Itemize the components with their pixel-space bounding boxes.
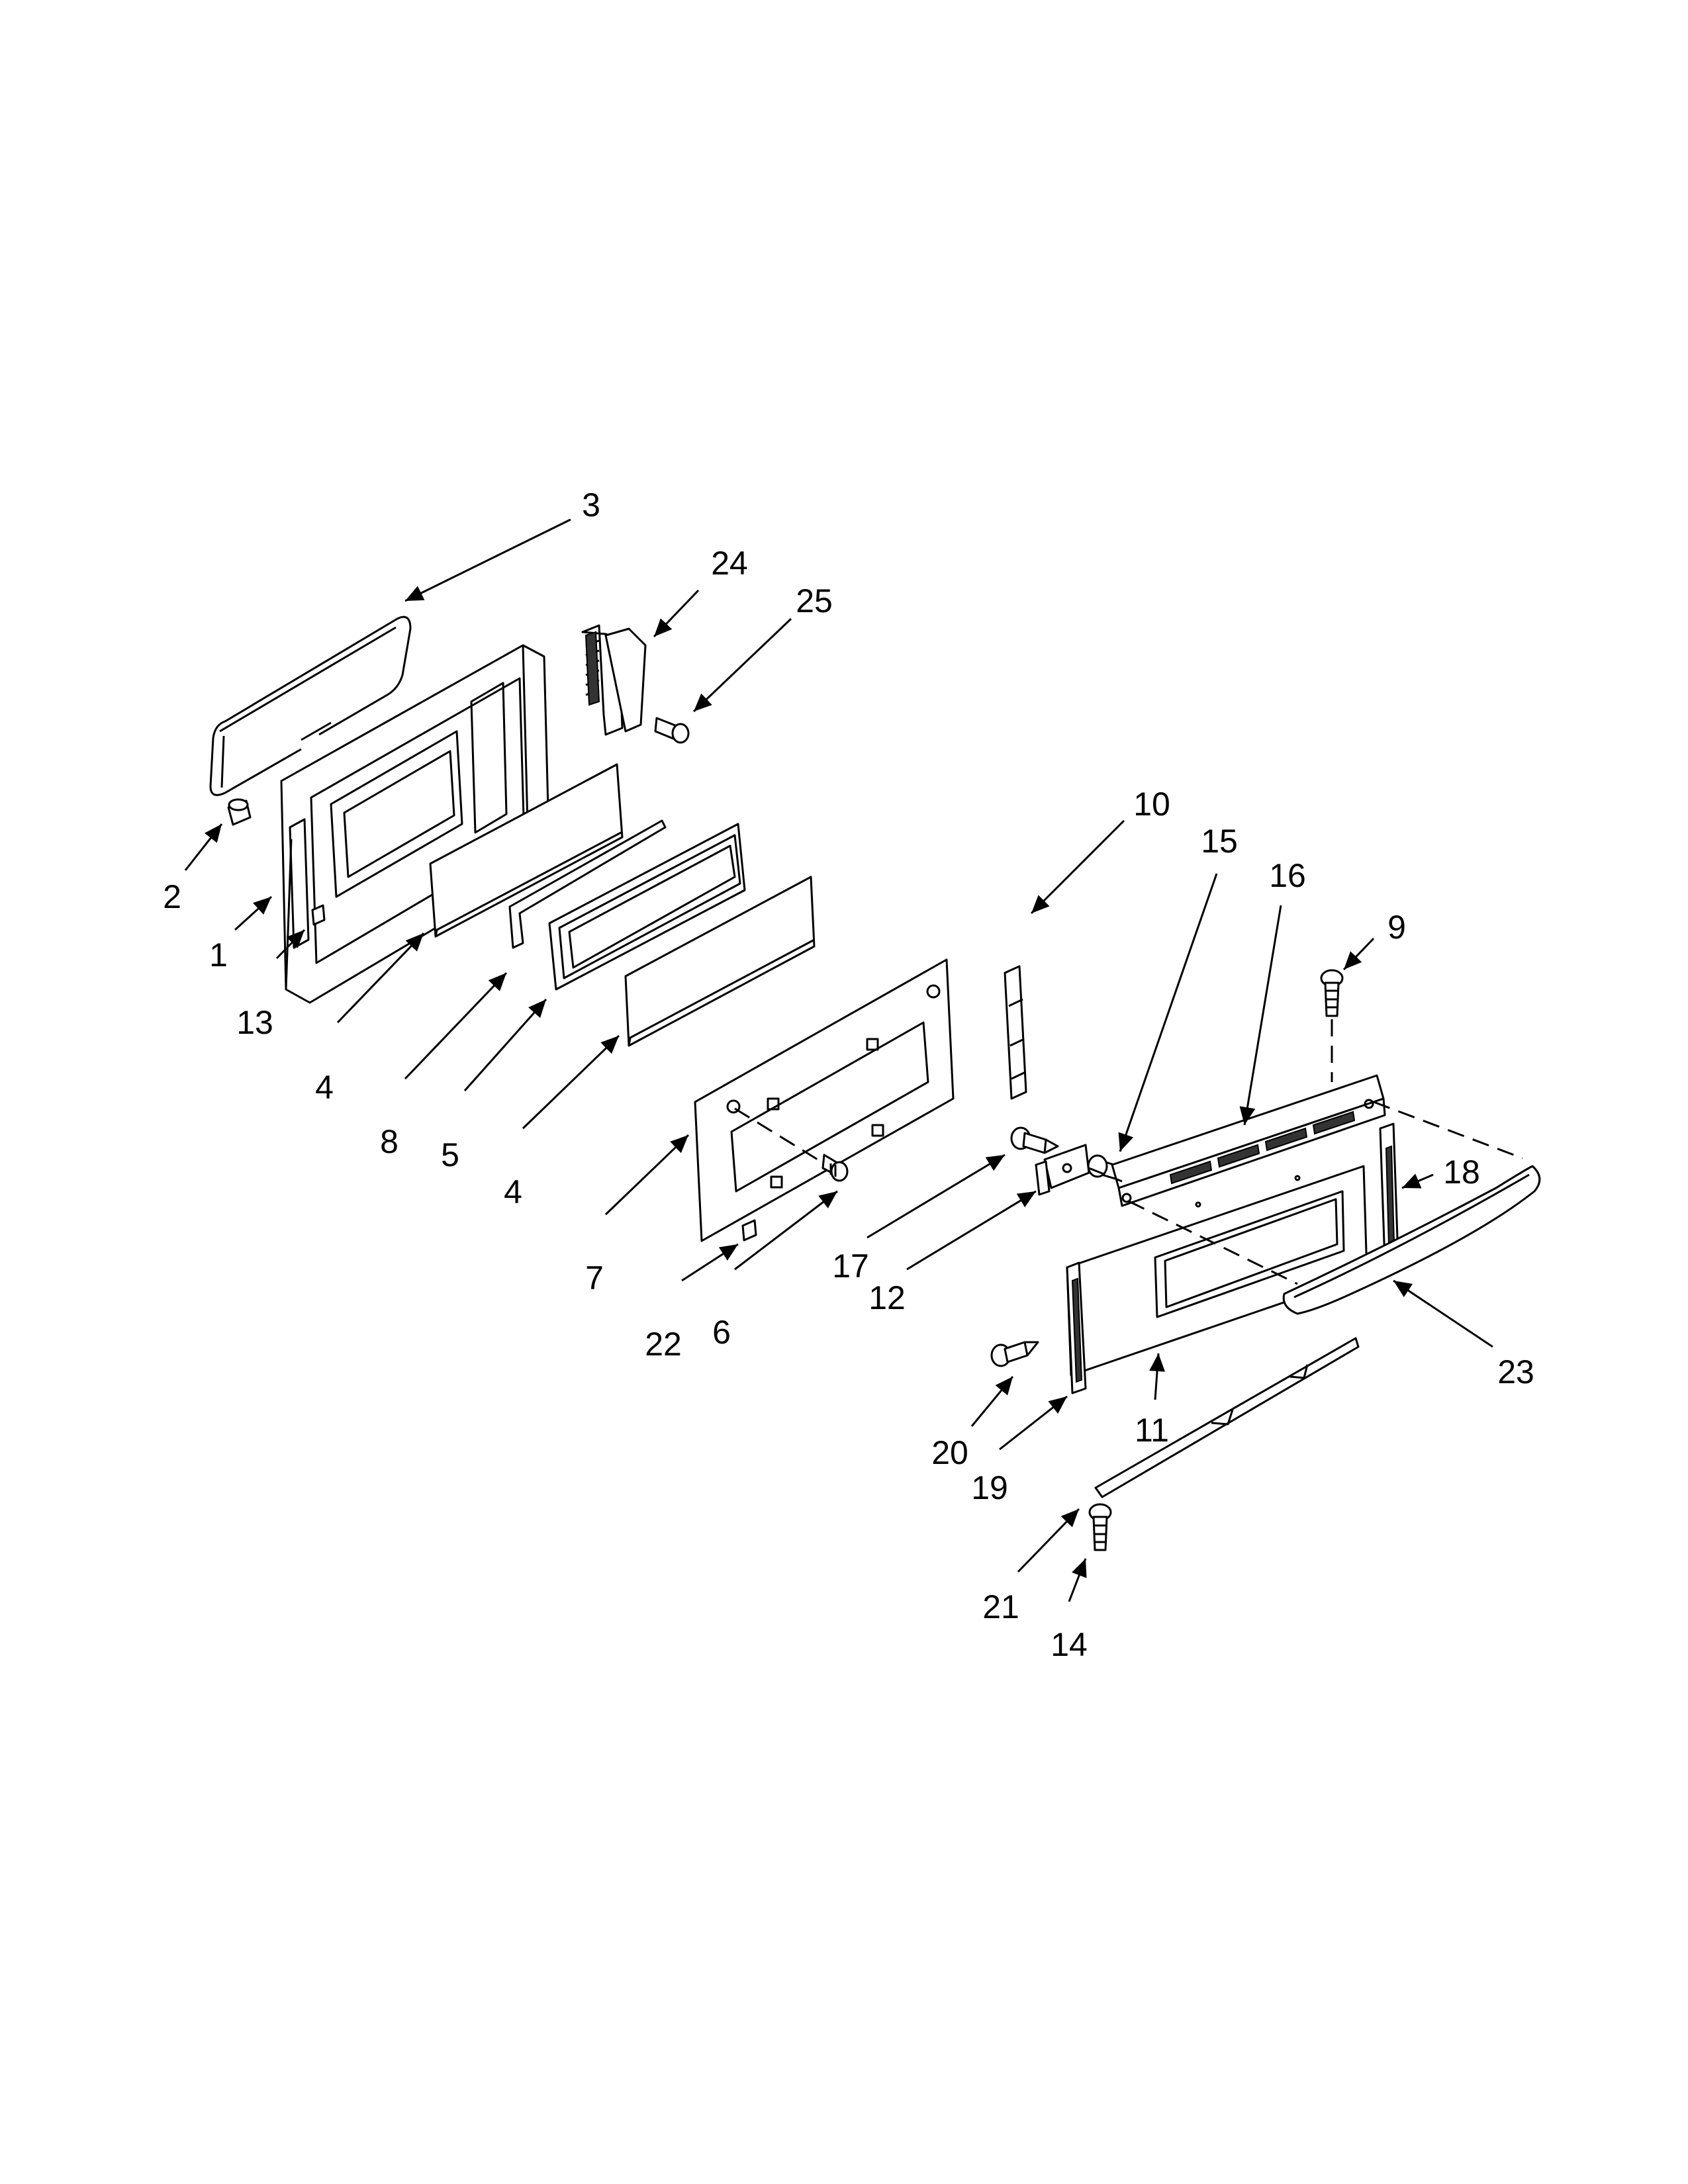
part-20-screw	[990, 1341, 1039, 1367]
part-13-clip	[311, 904, 326, 926]
callout-11: 11	[1135, 1412, 1169, 1449]
part-22-clip	[741, 1219, 757, 1242]
leader-lines	[184, 518, 1493, 1602]
callout-1: 1	[209, 936, 228, 974]
callout-13: 13	[236, 1004, 273, 1041]
part-11-outer-glass	[1066, 1165, 1368, 1377]
callout-5: 5	[441, 1136, 459, 1173]
part-9-screw	[1320, 969, 1344, 1082]
part-10-vent-bracket	[1004, 965, 1027, 1100]
part-17-screw	[1010, 1126, 1059, 1154]
part-1-inner-door-frame	[280, 644, 551, 1004]
part-3-gasket	[209, 615, 412, 796]
callout-7: 7	[585, 1259, 604, 1297]
callout-25: 25	[796, 582, 833, 619]
callout-12: 12	[868, 1279, 906, 1316]
callout-15: 15	[1201, 823, 1238, 860]
part-25-screw	[654, 717, 690, 744]
callout-14: 14	[1051, 1626, 1088, 1663]
alignment-line	[1128, 1200, 1298, 1285]
part-12-hinge-bracket	[1035, 1144, 1123, 1196]
part-5-glass-frame	[548, 823, 746, 991]
callout-18: 18	[1443, 1154, 1480, 1191]
part-14-screw	[1088, 1503, 1112, 1551]
callout-3: 3	[582, 486, 600, 523]
callout-8: 8	[380, 1123, 399, 1160]
callout-21: 21	[982, 1588, 1019, 1625]
part-6-screw	[734, 1107, 849, 1182]
callout-16: 16	[1269, 857, 1306, 894]
callout-23: 23	[1497, 1353, 1534, 1390]
part-8-insulation-strip	[508, 819, 667, 949]
callout-10: 10	[1133, 786, 1170, 823]
callout-17: 17	[832, 1248, 869, 1285]
part-4-glass-panel-a	[429, 763, 624, 938]
callout-6: 6	[712, 1314, 731, 1351]
callout-labels: 3 24 25 2 1 13 4 8 5 4 7 22 6 10 15 16 9…	[163, 486, 1534, 1663]
callout-20: 20	[931, 1434, 968, 1471]
part-4-glass-panel-b	[624, 876, 816, 1047]
callout-4: 4	[315, 1069, 334, 1106]
part-7-outer-panel	[694, 958, 955, 1242]
callout-2: 2	[163, 878, 181, 915]
callout-19: 19	[971, 1469, 1008, 1506]
part-19-side-trim	[1066, 1261, 1087, 1394]
callout-22: 22	[645, 1326, 682, 1363]
alignment-line	[1373, 1101, 1523, 1160]
part-16-vent-trim	[1111, 1074, 1386, 1207]
callout-4: 4	[504, 1173, 522, 1210]
part-2-bumper	[227, 798, 252, 826]
callout-9: 9	[1387, 909, 1406, 946]
part-24-hinge	[581, 624, 647, 736]
callout-24: 24	[711, 545, 748, 582]
part-21-bottom-trim	[1094, 1337, 1360, 1498]
part-23-handle	[1282, 1165, 1541, 1315]
